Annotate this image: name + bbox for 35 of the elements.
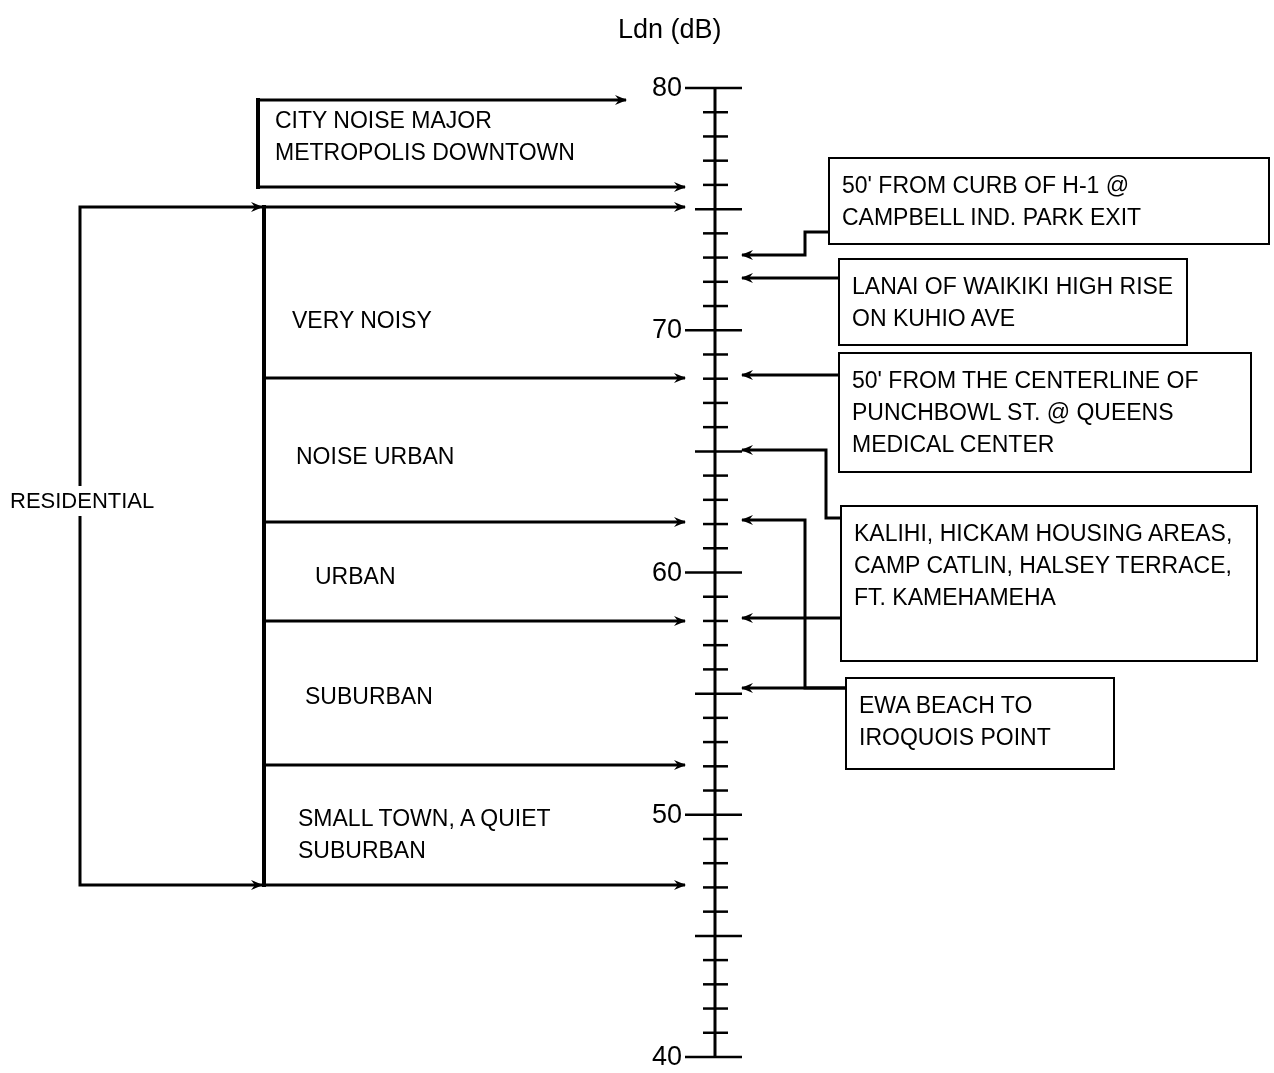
arrow [741, 273, 838, 283]
category-label: CITY NOISE MAJOR METROPOLIS DOWNTOWN [275, 106, 576, 168]
category-label: URBAN [315, 562, 397, 591]
arrow [78, 202, 263, 486]
arrow [741, 683, 845, 693]
location-box: 50' FROM CURB OF H-1 @ CAMPBELL IND. PARK EXIT [828, 157, 1270, 246]
arrow [741, 230, 828, 260]
arrow [266, 616, 686, 626]
tick-label: 60 [651, 558, 682, 586]
category-label: VERY NOISY [292, 306, 433, 335]
arrow [78, 516, 263, 890]
location-box: EWA BEACH TO IROQUOIS POINT [845, 677, 1115, 770]
location-box: KALIHI, HICKAM HOUSING AREAS, CAMP CATLIN, HALSEY TERRACE, FT. KAMEHAMEHA [840, 505, 1258, 662]
arrow [741, 613, 840, 623]
arrow [266, 760, 686, 770]
category-label: SUBURBAN [305, 682, 434, 711]
tick-label: 50 [651, 800, 682, 828]
scale-axis [685, 86, 742, 1059]
arrow [266, 880, 686, 890]
category-label: SMALL TOWN, A QUIET SUBURBAN [298, 804, 552, 866]
arrow [260, 182, 686, 192]
arrow [260, 95, 627, 105]
category-label: NOISE URBAN [296, 442, 456, 471]
tick-label: 80 [651, 74, 682, 101]
arrow [266, 202, 686, 212]
tick-label: 70 [651, 316, 682, 344]
axis-title: Ldn (dB) [618, 16, 722, 43]
arrow [266, 517, 686, 527]
tick-label: 40 [651, 1043, 682, 1070]
arrow [741, 370, 838, 380]
arrow [266, 373, 686, 383]
location-box: 50' FROM THE CENTERLINE OF PUNCHBOWL ST. @ QUEENS MEDICAL CENTER [838, 352, 1252, 473]
location-box: LANAI OF WAIKIKI HIGH RISE ON KUHIO AVE [838, 258, 1188, 347]
arrow [741, 445, 840, 520]
bracket-label: RESIDENTIAL [10, 486, 200, 516]
